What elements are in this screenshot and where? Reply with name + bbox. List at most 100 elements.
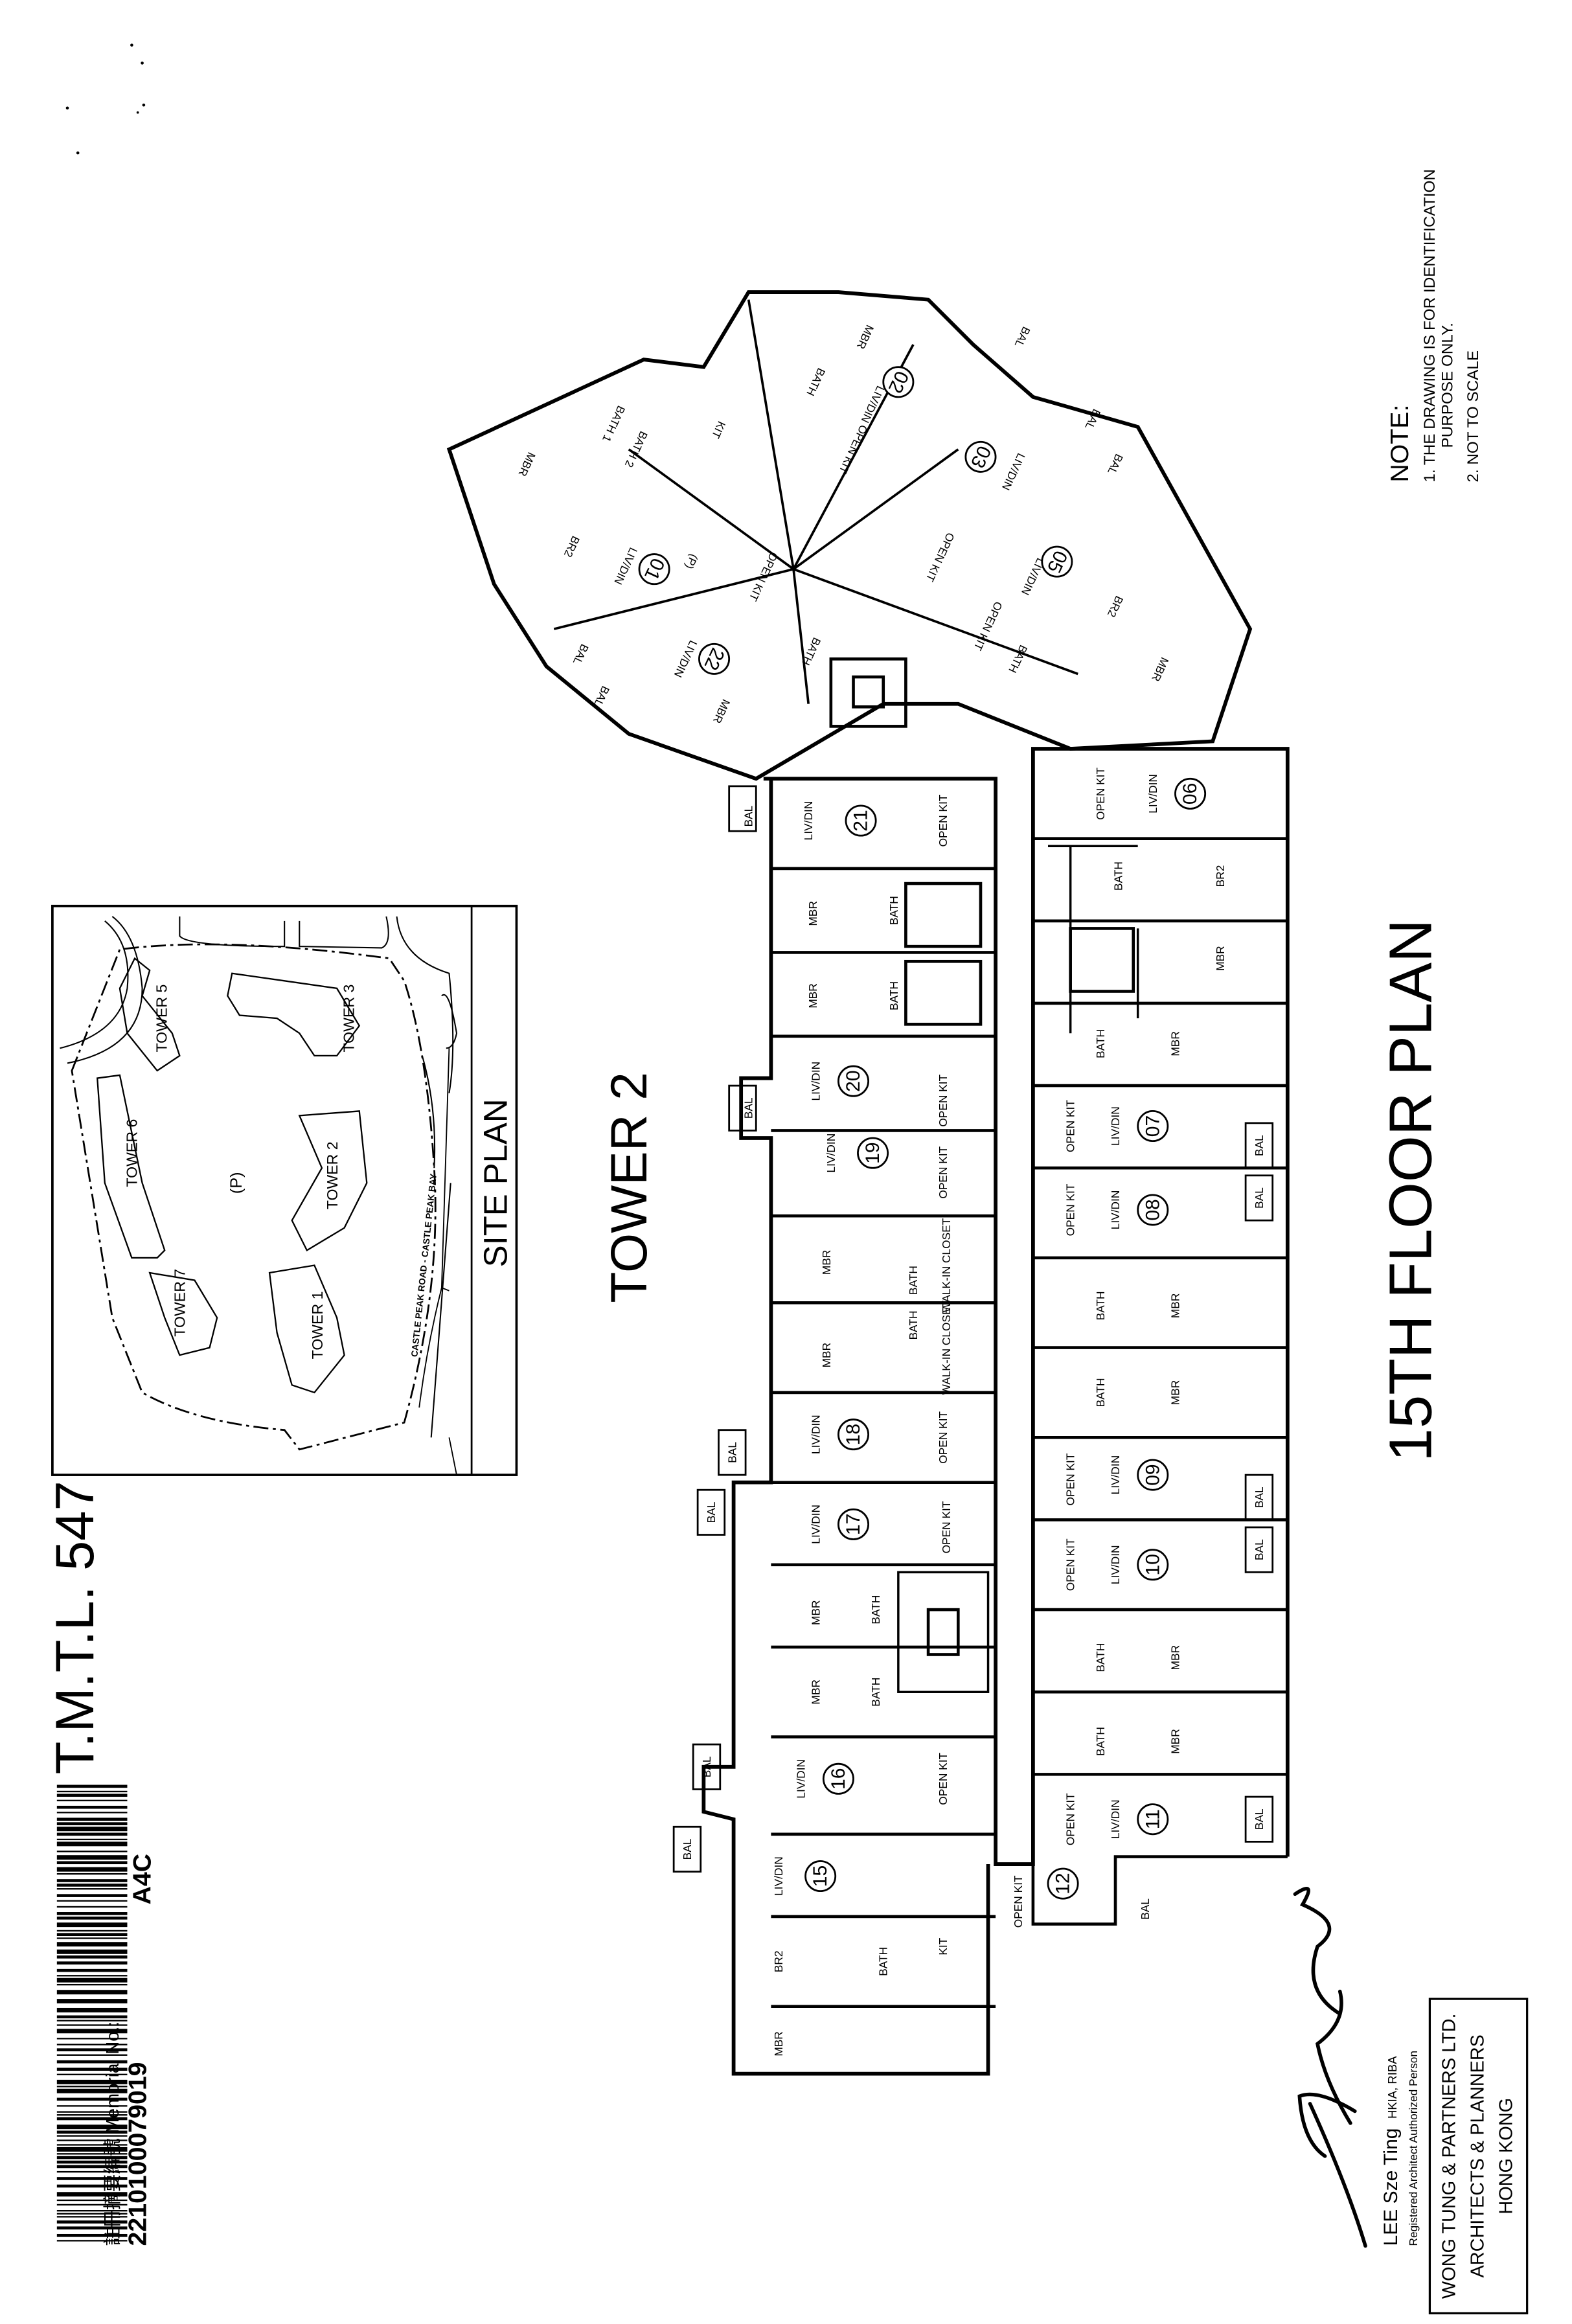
tower-7-footprint	[148, 1271, 218, 1356]
room-label: MBR	[1168, 1031, 1181, 1056]
room-label: BATH	[1094, 1727, 1107, 1756]
room-label: BR2	[772, 1950, 785, 1972]
barcode-bar	[56, 2111, 128, 2113]
tower-1-footprint	[268, 1264, 345, 1394]
barcode-bar	[56, 1912, 128, 1915]
room-label: MBR	[1214, 946, 1227, 971]
room-label: BATH 1	[600, 404, 628, 444]
room-label: BAL	[1105, 452, 1126, 477]
room-label: MBR	[806, 901, 819, 926]
unit-number-circle	[1047, 1867, 1079, 1900]
barcode-bar	[56, 1861, 128, 1865]
room-label: LIV/DIN	[1109, 1799, 1122, 1839]
floor-plan-walls	[446, 290, 1290, 2076]
room-label: MBR	[810, 1680, 823, 1705]
barcode-bar	[56, 2160, 128, 2164]
room-label: BAL	[742, 805, 755, 826]
room-label: BATH	[887, 896, 900, 925]
room-label: OPEN KIT	[940, 1501, 953, 1553]
tower-6-footprint	[97, 1074, 166, 1259]
barcode-bar	[56, 1832, 128, 1836]
barcode-bar	[56, 1990, 128, 1995]
room-label: MBR	[820, 1250, 833, 1275]
road-median	[430, 1183, 451, 1438]
barcode-bar	[56, 1794, 128, 1797]
unit-number-circle	[1041, 545, 1073, 578]
room-label: OPEN KIT	[1094, 768, 1107, 820]
note-line-2: 2. NOT TO SCALE	[1464, 350, 1482, 483]
tower-3-footprint	[227, 972, 361, 1057]
room-label: LIV/DIN	[1146, 774, 1159, 814]
room-label: BAL	[1012, 325, 1033, 349]
room-label: LIV/DIN	[611, 545, 640, 586]
room-label: OPEN KIT	[1064, 1453, 1077, 1505]
room-label: BATH 2	[622, 429, 650, 470]
barcode-bar	[56, 1961, 128, 1965]
barcode	[56, 1784, 128, 2242]
barcode-bar	[56, 1827, 128, 1832]
barcode-bar	[56, 2139, 128, 2141]
barcode-bar	[56, 1999, 128, 2004]
room-label: MBR	[820, 1343, 833, 1368]
note-line-1-cont: PURPOSE ONLY.	[1439, 323, 1457, 448]
barcode-bar	[56, 1784, 128, 1788]
room-label: KIT	[709, 419, 729, 440]
barcode-bar	[56, 2048, 128, 2051]
room-label: LIV/DIN	[1109, 1455, 1122, 1495]
room-label: OPEN KIT	[1064, 1183, 1077, 1236]
unit-number-circle	[1137, 1194, 1169, 1226]
site-label-road: CASTLE PEAK ROAD - CASTLE PEAK BAY	[409, 1172, 439, 1357]
barcode-bar	[56, 1822, 128, 1825]
barcode-bar	[56, 1937, 128, 1939]
site-roads	[60, 916, 458, 1168]
unit-number-circle	[837, 1418, 870, 1451]
barcode-bar	[56, 1879, 128, 1882]
room-label: BAL	[1253, 1808, 1266, 1830]
barcode-bar	[56, 2220, 128, 2224]
firm-box	[1428, 1998, 1529, 2315]
unit-number: 07	[1142, 1115, 1163, 1137]
note-line-1: 1. THE DRAWING IS FOR IDENTIFICATION	[1421, 169, 1439, 483]
room-label: WALK-IN CLOSET	[940, 1218, 953, 1312]
unit-number: 15	[810, 1865, 831, 1887]
room-label: BATH	[907, 1266, 920, 1295]
room-label: OPEN KIT	[1064, 1538, 1077, 1591]
room-label: OPEN KIT	[937, 1074, 950, 1126]
unit-number-circle	[1174, 777, 1207, 810]
unit-number-circle	[837, 1508, 870, 1540]
barcode-bar	[56, 2192, 128, 2197]
barcode-bar	[56, 1955, 128, 1959]
barcode-bar	[56, 1930, 128, 1932]
unit-number-circle	[822, 1762, 854, 1795]
note-title: NOTE:	[1385, 405, 1414, 483]
room-label: LIV/DIN	[999, 451, 1028, 492]
scan-specks	[65, 43, 146, 155]
room-label: MBR	[806, 983, 819, 1008]
barcode-bar	[56, 2233, 128, 2237]
room-label: MBR	[1168, 1293, 1181, 1319]
barcode-bar	[56, 2135, 128, 2137]
room-label: BATH	[907, 1310, 920, 1339]
unit-number-circle	[698, 643, 731, 675]
barcode-bar	[56, 1838, 128, 1841]
barcode-bar	[56, 2038, 128, 2040]
barcode-bar	[56, 1906, 128, 1908]
room-label: OPEN KIT	[1064, 1100, 1077, 1152]
site-label-tower-5: TOWER 5	[154, 985, 170, 1053]
barcode-bar	[56, 1817, 128, 1821]
room-label: LIV/DIN	[810, 1415, 823, 1454]
barcode-bar	[56, 1942, 128, 1947]
barcode-bar	[56, 2054, 128, 2056]
room-label: BAL	[1139, 1898, 1152, 1920]
barcode-bar	[56, 2029, 128, 2034]
site-label-tower-7: TOWER 7	[171, 1269, 188, 1337]
room-label: BATH	[1112, 861, 1125, 891]
room-label: BATH	[1094, 1029, 1107, 1058]
unit-number-circle	[837, 1065, 870, 1097]
room-label: BAL	[700, 1756, 713, 1777]
barcode-bar	[56, 2240, 128, 2242]
barcode-bar	[56, 2184, 128, 2188]
room-label: OPEN KIT	[937, 1411, 950, 1463]
